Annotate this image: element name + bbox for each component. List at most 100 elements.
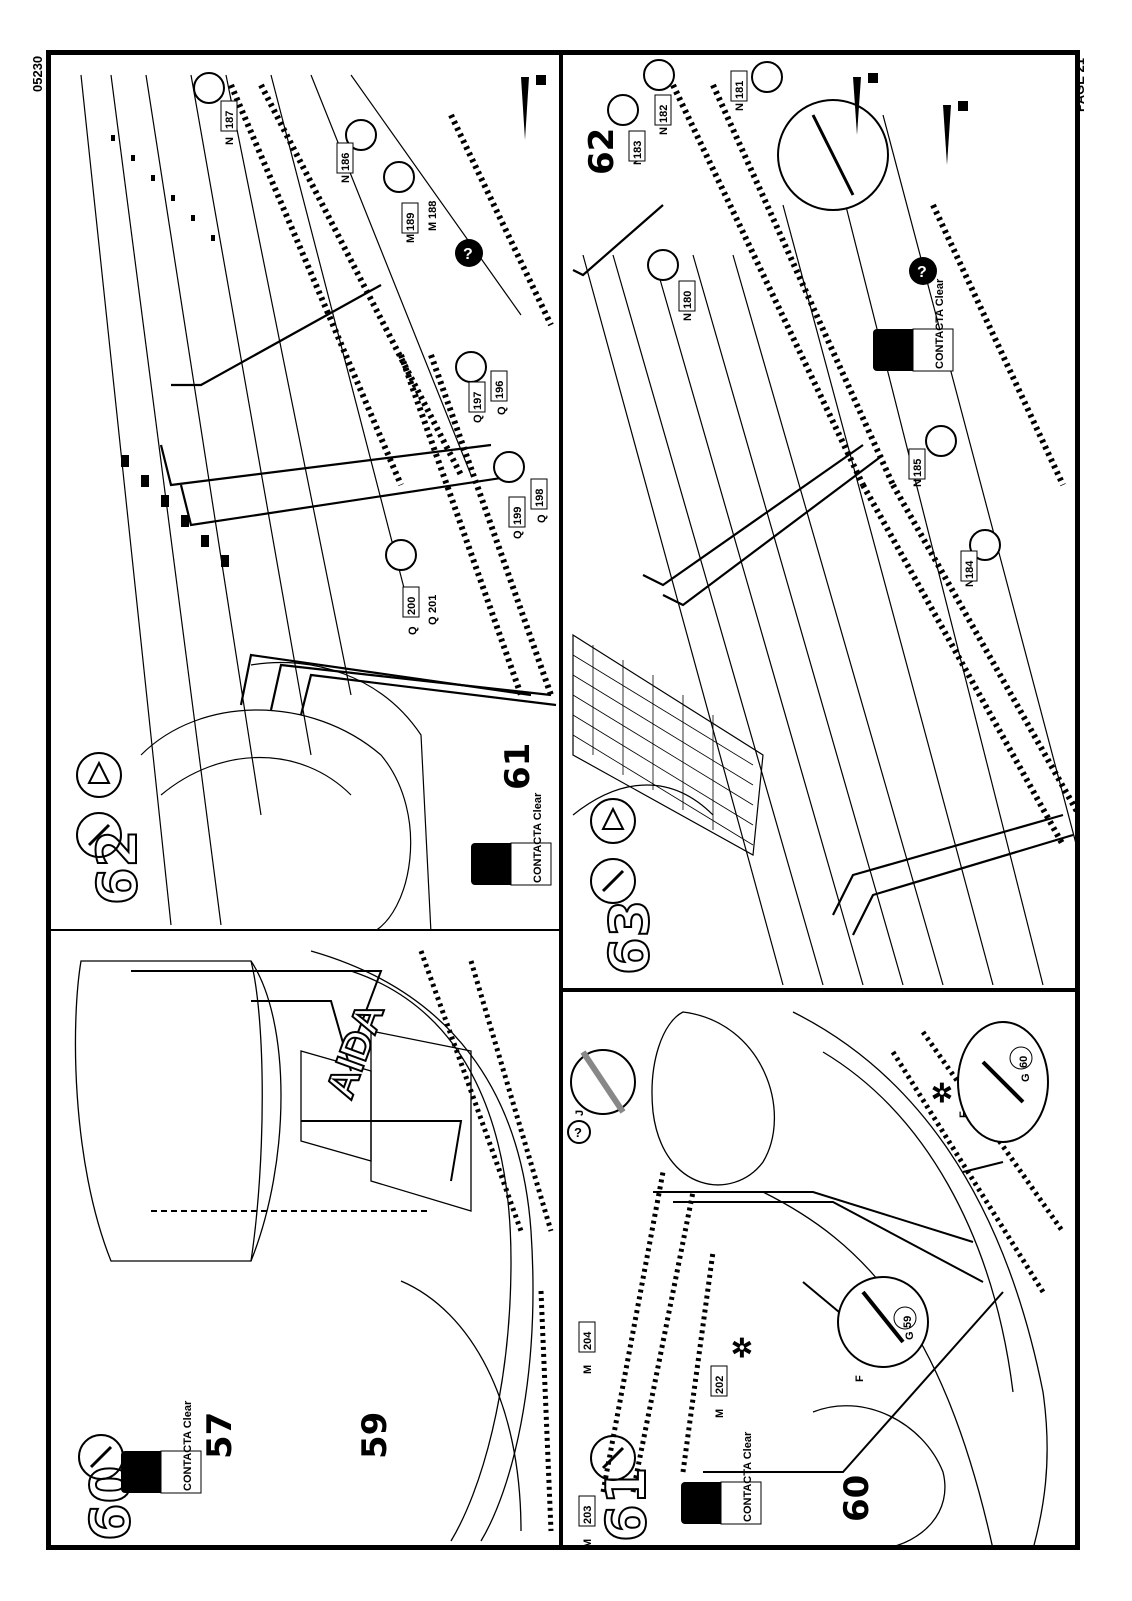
- tool-mark-f-1: F: [854, 1375, 866, 1382]
- help-icon: ?: [567, 1120, 591, 1144]
- svg-text:N: N: [224, 137, 236, 145]
- svg-text:202: 202: [714, 1376, 726, 1394]
- part-label-g59: G 59: [893, 1306, 917, 1340]
- svg-text:N: N: [658, 127, 670, 135]
- glue-bottle-icon: [873, 328, 954, 372]
- svg-text:204: 204: [582, 1331, 594, 1350]
- warning-exclamation-icon: [521, 75, 546, 140]
- part-label-q200: Q 200: [385, 539, 420, 635]
- svg-text:✲: ✲: [931, 1078, 953, 1108]
- ref-number-62: 62: [582, 128, 622, 175]
- step-63-drawing: 62 63 ? CONTACTA Clear N 183 N 182 N 181…: [572, 59, 1075, 986]
- svg-text:G: G: [904, 1331, 916, 1340]
- step-61-panel: ? J F F ✲✲ 61 CONTACTA Clear 60 M 203 M …: [561, 990, 1077, 1547]
- side-view-icon: [590, 798, 636, 844]
- svg-text:✲: ✲: [731, 1333, 753, 1363]
- svg-text:M: M: [714, 1409, 726, 1418]
- part-label-m202: M 202: [710, 1365, 728, 1418]
- svg-text:201: 201: [427, 595, 439, 613]
- svg-text:185: 185: [912, 459, 924, 477]
- part-label-q196: Q 196: [490, 370, 508, 415]
- svg-text:Q: Q: [427, 616, 439, 625]
- part-label-m188: M 188: [427, 201, 439, 231]
- part-label-n180: N 180: [647, 249, 696, 321]
- doc-code: 05230: [30, 55, 45, 92]
- svg-text:183: 183: [632, 141, 644, 159]
- glue-bottle-label: CONTACTA Clear: [182, 1400, 194, 1491]
- svg-text:181: 181: [734, 81, 746, 99]
- glue-tube-icon: [590, 858, 636, 904]
- svg-text:200: 200: [406, 597, 418, 615]
- svg-text:M: M: [582, 1365, 594, 1374]
- part-label-n186: N 186: [336, 119, 377, 183]
- glue-bottle-label: CONTACTA Clear: [532, 792, 544, 883]
- glue-tube-icon: [76, 812, 122, 858]
- step-63-panel: 62 63 ? CONTACTA Clear N 183 N 182 N 181…: [561, 53, 1077, 990]
- part-label-m189: M 189: [383, 161, 419, 243]
- help-icon: ?: [909, 257, 937, 285]
- step-60-drawing: AIDA 60 CONTACTA Clear 57 59: [74, 950, 554, 1542]
- svg-text:M: M: [427, 222, 439, 231]
- svg-text:N: N: [682, 313, 694, 321]
- svg-text:199: 199: [512, 507, 524, 525]
- warning-exclamation-icon: [853, 73, 968, 165]
- svg-text:Q: Q: [496, 406, 508, 415]
- svg-text:188: 188: [427, 201, 439, 219]
- svg-text:G: G: [1020, 1073, 1032, 1082]
- detail-magnifier: [957, 1021, 1049, 1143]
- side-view-icon: [76, 752, 122, 798]
- svg-text:N: N: [340, 175, 352, 183]
- part-label-n187: N 187: [193, 72, 238, 145]
- svg-text:AIDA: AIDA: [318, 997, 393, 1104]
- step-61-number: 61: [595, 1467, 658, 1542]
- step-60-panel: AIDA 60 CONTACTA Clear 57 59: [49, 929, 561, 1547]
- svg-text:Q: Q: [407, 626, 419, 635]
- step-63-number: 63: [598, 900, 661, 975]
- part-label-n182: N 182: [643, 59, 675, 135]
- step-62-number: 62: [86, 830, 149, 905]
- part-label-q199: Q 199: [493, 451, 526, 539]
- ref-number-61: 61: [498, 743, 538, 790]
- step-62-drawing: 62 CONTACTA Clear 61 N 187 N 186 M 189 M…: [76, 72, 557, 929]
- tool-mark-j: J: [574, 1110, 586, 1116]
- svg-text:?: ?: [463, 246, 473, 263]
- svg-text:196: 196: [494, 381, 506, 399]
- tool-mark-f-2: F: [958, 1111, 970, 1118]
- part-label-m204: M 204: [578, 1321, 596, 1374]
- svg-text:59: 59: [902, 1316, 914, 1328]
- detail-magnifier: [570, 1049, 636, 1115]
- svg-text:?: ?: [917, 264, 927, 281]
- glue-bottle-icon: [471, 842, 552, 886]
- brand-lettering: AIDA: [317, 996, 394, 1105]
- part-label-q201: Q 201: [427, 595, 439, 625]
- glue-bottle-icon: [681, 1481, 762, 1525]
- step-61-drawing: ? J F F ✲✲ 61 CONTACTA Clear 60 M 203 M …: [567, 1011, 1066, 1547]
- svg-text:180: 180: [682, 291, 694, 309]
- step-62-panel: 62 CONTACTA Clear 61 N 187 N 186 M 189 M…: [49, 53, 561, 931]
- detail-magnifier: [837, 1276, 929, 1368]
- svg-text:203: 203: [582, 1506, 594, 1524]
- glue-bottle-label: CONTACTA Clear: [742, 1431, 754, 1522]
- part-label-n185: N 185: [908, 425, 957, 487]
- svg-text:198: 198: [534, 489, 546, 507]
- part-label-n181: N 181: [730, 61, 783, 111]
- svg-text:?: ?: [574, 1125, 582, 1140]
- ref-number-57: 57: [200, 1412, 240, 1459]
- svg-text:Q: Q: [472, 414, 484, 423]
- svg-text:187: 187: [224, 111, 236, 129]
- part-label-n183: N 183: [607, 94, 646, 165]
- part-label-m203: M 203: [578, 1495, 596, 1547]
- svg-text:189: 189: [405, 213, 417, 231]
- help-icon: ?: [455, 239, 483, 267]
- detail-magnifier: [777, 99, 889, 211]
- part-label-q198: Q 198: [530, 478, 548, 523]
- glue-tube-icon: [590, 1435, 636, 1481]
- asterisk-icon: ✲✲: [731, 1078, 953, 1363]
- svg-text:M: M: [582, 1539, 594, 1547]
- svg-text:N: N: [912, 479, 924, 487]
- svg-text:60: 60: [1018, 1056, 1030, 1068]
- svg-text:184: 184: [964, 560, 976, 579]
- svg-text:197: 197: [472, 392, 484, 410]
- glue-bottle-icon: [121, 1450, 202, 1494]
- svg-text:N: N: [964, 579, 976, 587]
